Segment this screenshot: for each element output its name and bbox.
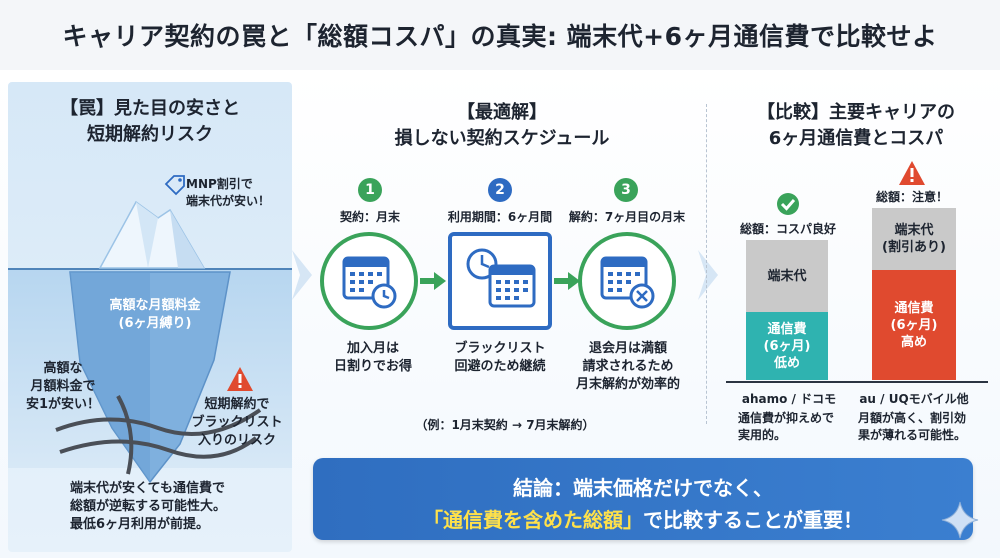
calendar-clock-icon (466, 248, 536, 308)
chevron-right-icon (698, 250, 718, 300)
carrier-a-note-line2: 実用的。 (738, 428, 787, 442)
calendar-cancel-icon (600, 256, 655, 309)
carrier-a-comm-line1: 通信費 (767, 321, 807, 337)
carrier-a-device-bar: 端末代 (746, 240, 828, 312)
step-1-number: 1 (358, 178, 382, 202)
step-3-desc-line3: 月末解約が効率的 (575, 377, 680, 392)
conclusion-highlight: 「通信費を含めた総額」 (423, 508, 643, 532)
note-b-line2: ブラックリスト (191, 415, 283, 430)
chevron-right-icon (292, 250, 312, 300)
carrier-b-device-line2: (割引あり) (882, 240, 946, 255)
carrier-b-device-bar: 端末代 (割引あり) (872, 208, 956, 270)
carrier-b-comm-line3: 高め (900, 334, 927, 350)
trap-heading: 【罠】見た目の安さと 短期解約リスク (8, 96, 292, 148)
note-a-line3: 安1が安い！ (25, 397, 101, 412)
conclusion-rest: で比較することが重要！ (643, 508, 863, 532)
price-tag-icon (164, 175, 185, 196)
tag-note: MNP割引で 端末代が安い！ (186, 176, 270, 210)
trap-summary-line2: 総額が逆転する可能性大。 (70, 499, 227, 514)
comparison-heading: 【比較】主要キャリアの 6ヶ月通信費とコスパ (716, 100, 996, 152)
step-2-caption: 利用期間：6ヶ月間 (447, 210, 553, 224)
carrier-b-comm-line1: 通信費 (894, 300, 934, 316)
arrow-right-icon (420, 272, 446, 290)
step-2-description: ブラックリスト 回避のため継続 (440, 340, 560, 376)
check-circle-icon (777, 193, 799, 215)
carrier-b-note-line2: 果が薄れる可能性。 (858, 428, 967, 442)
calendar-clock-icon (342, 256, 397, 309)
step-2-desc-line1: ブラックリスト (454, 341, 546, 356)
step-1-caption: 契約：月末 (339, 210, 400, 224)
comparison-heading-line1: 【比較】主要キャリアの (757, 102, 955, 123)
note-blacklist-risk: 短期解約で ブラックリスト 入りのリスク (184, 396, 290, 450)
warning-icon (227, 367, 253, 391)
carrier-b-note-line1: 月額が高く、割引効 (858, 411, 967, 425)
tag-note-line2: 端末代が安い！ (186, 194, 271, 208)
note-a-line2: 月額料金で (30, 379, 96, 394)
carrier-a-name: ahamo / ドコモ (741, 392, 837, 406)
carrier-a-comm-line3: 低め (773, 355, 800, 371)
carrier-a-note: 通信費が抑えめで 実用的。 (738, 410, 850, 444)
schedule-heading: 【最適解】 損しない契約スケジュール (312, 100, 692, 152)
step-1-desc-line2: 日割りでお得 (333, 359, 412, 374)
warning-icon (899, 161, 925, 185)
conclusion-line2: 「通信費を含めた総額」で比較することが重要！ (313, 504, 973, 533)
trap-panel: 【罠】見た目の安さと 短期解約リスク MNP割引で 端末代が安い！ 高額な月額料… (8, 82, 292, 552)
note-b-line1: 短期解約で (204, 397, 270, 412)
carrier-b-name: au / UQモバイル他 (859, 392, 969, 406)
carrier-a-comm-line2: (6ヶ月) (763, 338, 811, 354)
trap-summary-line3: 最低6ヶ月利用が前提。 (70, 517, 210, 532)
berg-label-line1: 高額な月額料金 (109, 298, 201, 313)
schedule-heading-line1: 【最適解】 (457, 102, 547, 123)
step-3-caption: 解約：7ヶ月目の月末 (568, 210, 686, 224)
step-3-desc-line1: 退会月は満額 (588, 341, 667, 356)
conclusion-banner: 結論：端末価格だけでなく、 「通信費を含めた総額」で比較することが重要！ (313, 458, 973, 540)
carrier-b-comm-line2: (6ヶ月) (890, 317, 938, 333)
trap-heading-line1: 【罠】見た目の安さと (60, 98, 240, 119)
conclusion-line1: 結論：端末価格だけでなく、 (513, 476, 773, 500)
schedule-heading-line2: 損しない契約スケジュール (394, 128, 610, 149)
trap-summary-line1: 端末代が安くても通信費で (70, 481, 225, 496)
carrier-b-status: 総額：注意！ (875, 190, 948, 204)
step-3-desc-line2: 請求されるため (582, 359, 674, 374)
step-3-circle (578, 232, 676, 330)
step-2-number: 2 (488, 178, 512, 202)
iceberg-illustration (55, 200, 262, 484)
carrier-b-note: 月額が高く、割引効 果が薄れる可能性。 (858, 410, 994, 444)
step-3-description: 退会月は満額 請求されるため 月末解約が効率的 (566, 340, 690, 394)
carrier-b-device-line1: 端末代 (894, 223, 934, 238)
sparkle-icon (941, 501, 979, 539)
bar-baseline (726, 381, 988, 383)
note-monthly-fee: 高額な 月額料金で 安1が安い！ (18, 360, 108, 414)
section-divider (706, 104, 707, 424)
step-1-circle (320, 232, 418, 330)
tag-note-line1: MNP割引で (186, 177, 253, 191)
comparison-heading-line2: 6ヶ月通信費とコスパ (768, 128, 944, 149)
carrier-a-note-line1: 通信費が抑えめで (738, 411, 835, 425)
step-3-number: 3 (614, 178, 638, 202)
berg-label-line2: (6ヶ月縛り) (118, 316, 192, 331)
title-bar: キャリア契約の罠と「総額コスパ」の真実: 端末代+6ヶ月通信費で比較せよ (0, 0, 1000, 70)
berg-label: 高額な月額料金 (6ヶ月縛り) (90, 297, 220, 333)
trap-heading-line2: 短期解約リスク (87, 124, 213, 145)
page-title: キャリア契約の罠と「総額コスパ」の真実: 端末代+6ヶ月通信費で比較せよ (62, 22, 938, 51)
step-2-desc-line2: 回避のため継続 (454, 359, 546, 374)
step-1-desc-line1: 加入月は (346, 341, 399, 356)
carrier-a-comm-bar: 通信費 (6ヶ月) 低め (746, 312, 828, 380)
carrier-b-comm-bar: 通信費 (6ヶ月) 高め (872, 270, 956, 380)
chain-icon (55, 395, 262, 475)
arrow-right-icon (554, 272, 580, 290)
trap-summary: 端末代が安くても通信費で 総額が逆転する可能性大。 最低6ヶ月利用が前提。 (70, 480, 290, 534)
note-b-line3: 入りのリスク (197, 433, 276, 448)
carrier-a-status: 総額：コスパ良好 (739, 222, 836, 236)
schedule-example: （例：1月末契約 → 7月末解約） (415, 418, 595, 432)
step-2-box (448, 232, 552, 330)
step-1-description: 加入月は 日割りでお得 (320, 340, 426, 376)
note-a-line1: 高額な (43, 361, 83, 376)
